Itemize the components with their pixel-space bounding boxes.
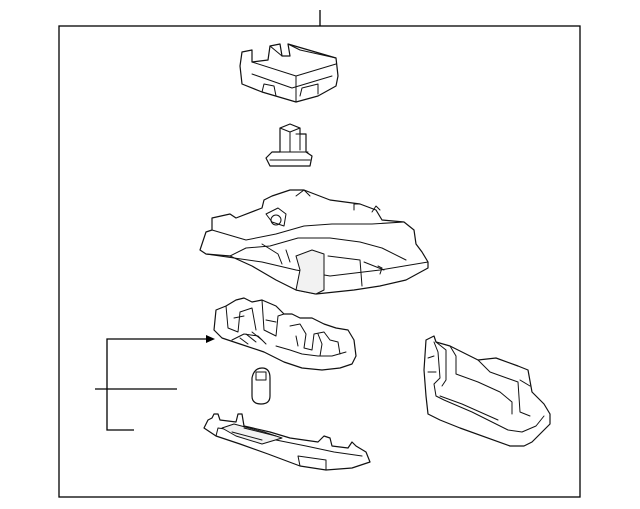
overhead-console-bezel xyxy=(199,189,429,295)
storage-bin xyxy=(423,335,551,447)
lamp-housing xyxy=(213,297,357,371)
bulb-socket xyxy=(265,123,313,167)
callout-bracket xyxy=(106,335,215,431)
lamp-housing-cover xyxy=(239,43,339,103)
bulb xyxy=(251,367,271,405)
lens xyxy=(203,413,371,471)
callout-arrowhead xyxy=(206,335,215,343)
